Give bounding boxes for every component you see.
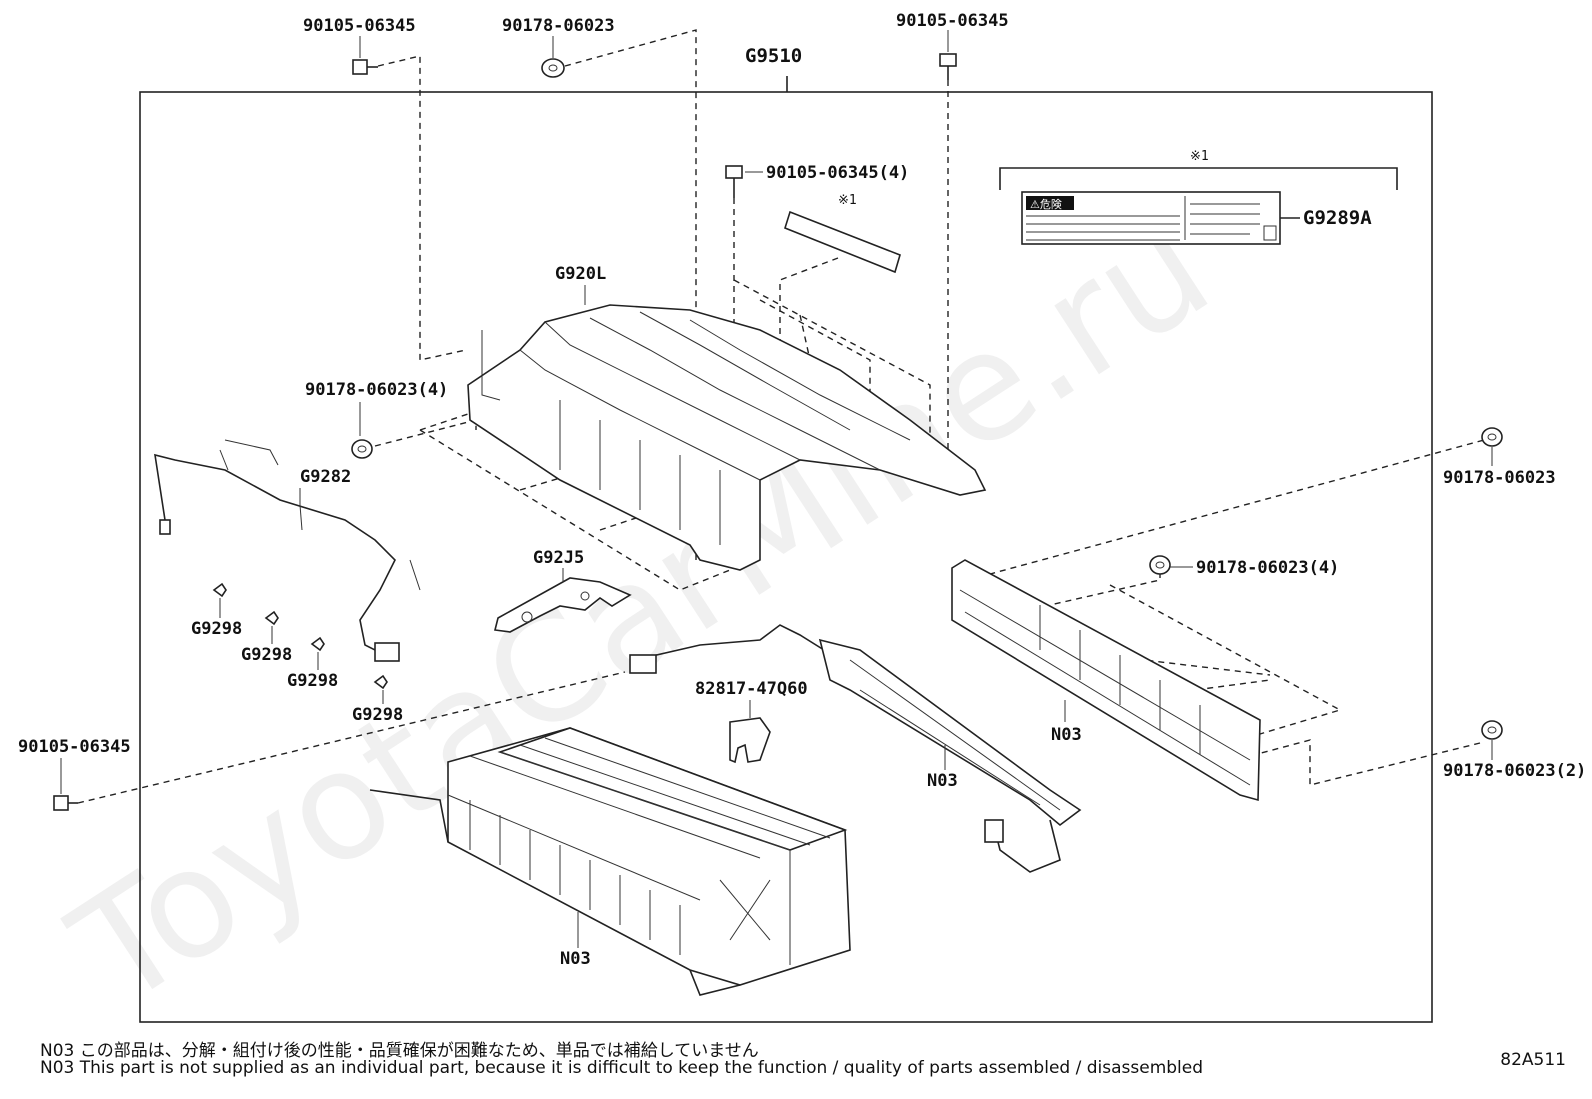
nut-right-upper[interactable] (1481, 427, 1503, 447)
label-right-nuts-lower: 90178-06023(2) (1443, 761, 1586, 781)
label-top-nut: 90178-06023 (502, 16, 615, 36)
caution-label[interactable]: ⚠危険 (999, 167, 1398, 245)
label-sensor: 82817-47Q60 (695, 679, 808, 699)
label-bus-bar-center: N03 (927, 771, 958, 791)
label-note-mark-sticker: ※1 (838, 193, 857, 208)
footnote-english: N03 This part is not supplied as an indi… (40, 1058, 1204, 1078)
label-clip-1: G9298 (191, 619, 242, 639)
label-top-left-bolt: 90105-06345 (303, 16, 416, 36)
battery-stack[interactable] (369, 727, 851, 996)
assembly-frame (139, 91, 1433, 1023)
nut-cover[interactable] (351, 439, 373, 459)
battery-cover[interactable] (467, 304, 987, 571)
nut-top[interactable] (541, 58, 565, 78)
cover-sticker[interactable] (784, 210, 901, 274)
label-wire-harness: G9282 (300, 467, 351, 487)
label-right-nuts-mid: 90178-06023(4) (1196, 558, 1339, 578)
bus-bar-right[interactable] (951, 559, 1261, 802)
wire-harness[interactable] (154, 439, 421, 662)
label-clip-4: G9298 (352, 705, 403, 725)
label-left-bolt: 90105-06345 (18, 737, 131, 757)
label-right-nut-upper: 90178-06023 (1443, 468, 1556, 488)
clip-3[interactable] (310, 636, 325, 652)
bolt-cover[interactable] (725, 165, 743, 198)
svg-text:⚠危険: ⚠危険 (1030, 198, 1062, 211)
diagram-reference-code: 82A511 (1500, 1050, 1566, 1070)
clip-4[interactable] (373, 674, 388, 690)
label-assembly: G9510 (745, 45, 802, 67)
label-cover: G920L (555, 264, 606, 284)
bolt-top-left[interactable] (352, 59, 378, 75)
bolt-top-right[interactable] (939, 53, 957, 80)
label-battery-stack: N03 (560, 949, 591, 969)
clip-1[interactable] (212, 582, 227, 598)
label-cover-nuts: 90178-06023(4) (305, 380, 448, 400)
bolt-left[interactable] (53, 795, 78, 811)
label-note-mark-caution: ※1 (1190, 149, 1209, 164)
label-clip-2: G9298 (241, 645, 292, 665)
callout-labels: 90105-06345 90178-06023 90105-06345 G951… (18, 11, 1586, 969)
bracket[interactable] (494, 577, 632, 633)
nut-right-lower[interactable] (1481, 720, 1503, 740)
label-clip-3: G9298 (287, 671, 338, 691)
nut-right-mid[interactable] (1149, 555, 1171, 575)
label-bus-bar-right: N03 (1051, 725, 1082, 745)
label-bracket: G92J5 (533, 548, 584, 568)
footnote-japanese: N03 この部品は、分解・組付け後の性能・品質確保が困難なため、単品では補給して… (40, 1041, 759, 1061)
sensor[interactable] (729, 717, 771, 764)
clip-2[interactable] (264, 610, 279, 626)
label-cover-bolts: 90105-06345(4) (766, 163, 909, 183)
label-top-right-bolt: 90105-06345 (896, 11, 1009, 31)
bus-bar-center[interactable] (629, 624, 1082, 873)
label-caution: G9289A (1303, 207, 1372, 229)
